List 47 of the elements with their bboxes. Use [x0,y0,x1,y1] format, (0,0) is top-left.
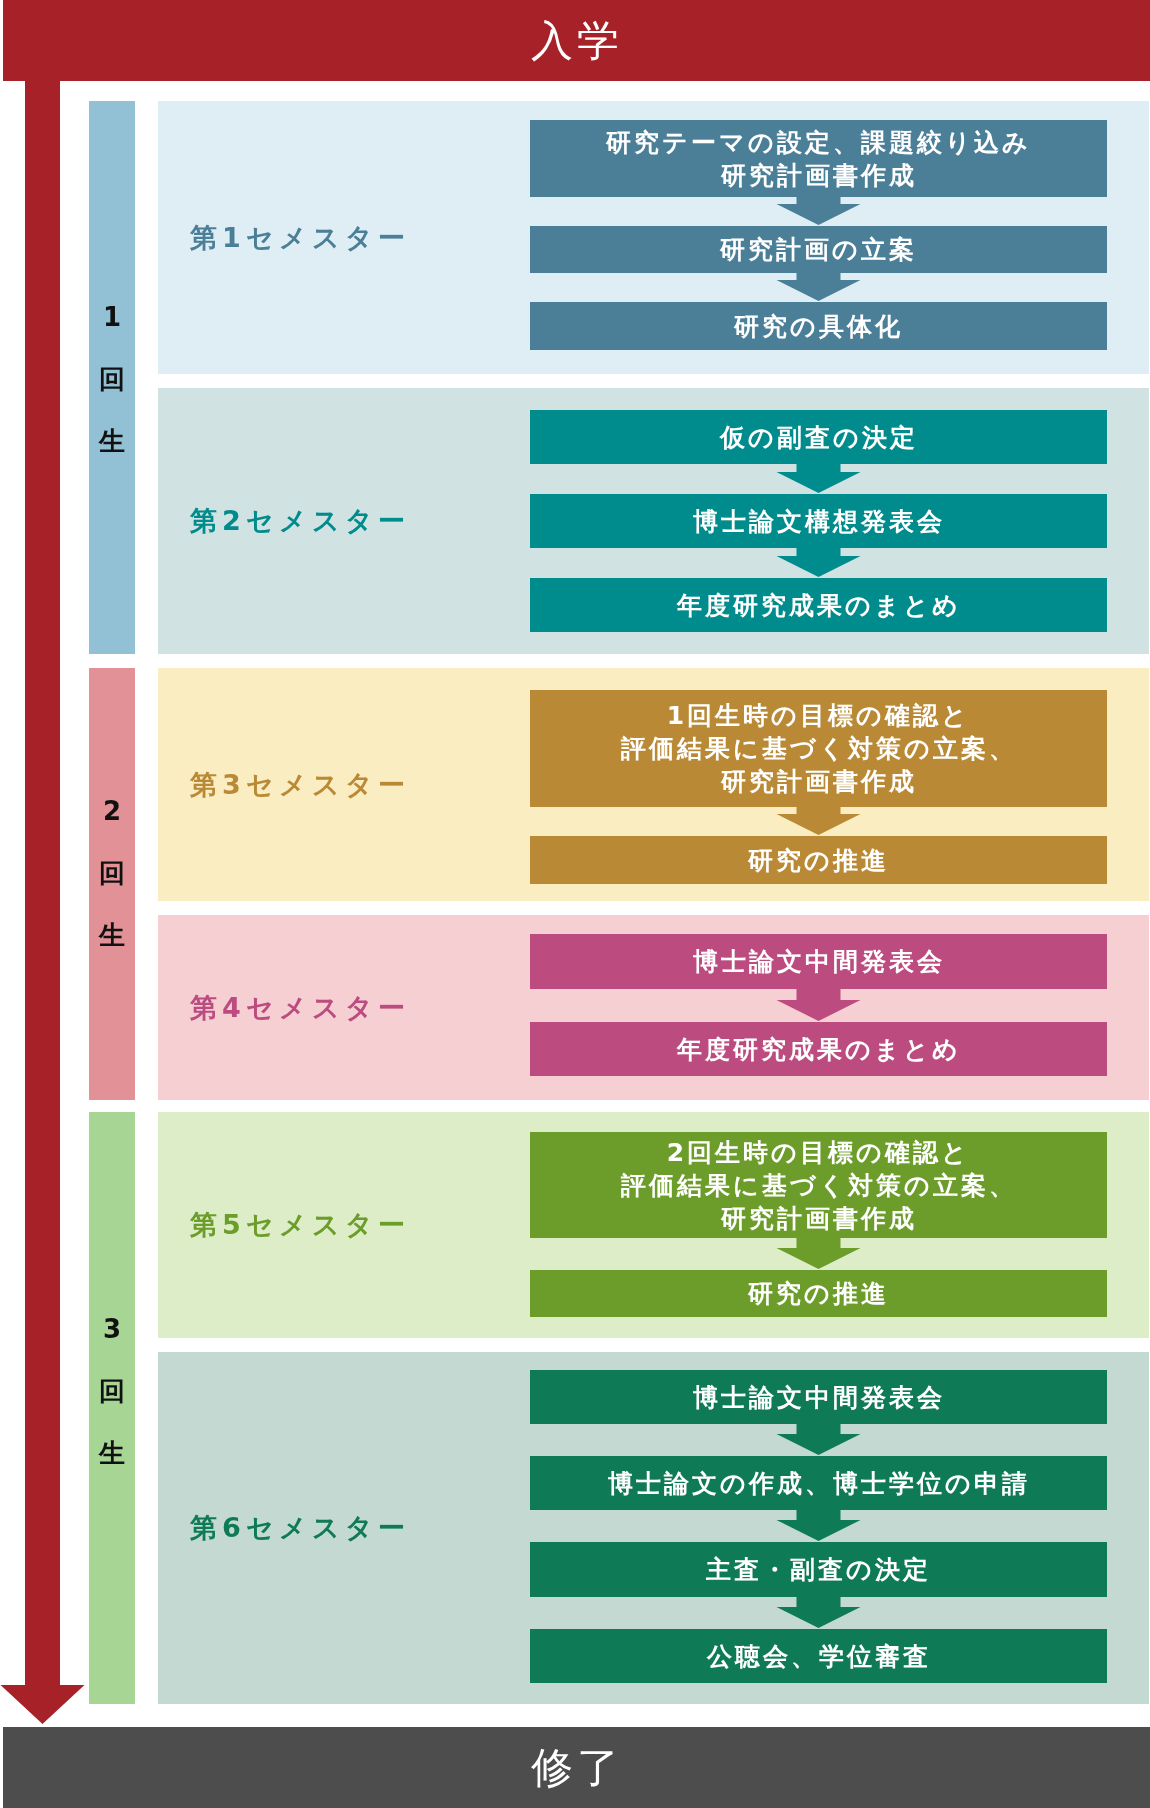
semester-panel [158,101,1149,374]
semester-label: 第1セメスター [190,220,410,255]
arrow [776,1510,861,1541]
step-box: 年度研究成果のまとめ [530,1022,1107,1076]
arrow [0,81,85,1724]
year-bar [89,668,135,1100]
step-box: 2回生時の目標の確認と評価結果に基づく対策の立案、研究計画書作成 [530,1132,1107,1238]
arrow [776,1424,861,1455]
year-label: 2回生 [97,795,126,952]
arrow [776,464,861,493]
arrow [776,197,861,225]
semester-label: 第6セメスター [190,1511,410,1545]
step-box: 博士論文中間発表会 [530,1370,1107,1424]
step-box: 公聴会、学位審査 [530,1629,1107,1683]
semester-panel [158,1352,1149,1704]
semester-label: 第3セメスター [190,767,410,802]
arrow [776,807,861,835]
step-box: 研究計画の立案 [530,226,1107,273]
arrow [776,1238,861,1269]
arrow [776,989,861,1021]
step-box: 研究の推進 [530,836,1107,884]
semester-panel [158,668,1149,901]
step-box: 研究の推進 [530,1270,1107,1317]
step-box: 研究テーマの設定、課題絞り込み研究計画書作成 [530,120,1107,197]
semester-panel [158,1112,1149,1338]
step-box: 博士論文中間発表会 [530,934,1107,989]
step-box: 博士論文の作成、博士学位の申請 [530,1456,1107,1510]
semester-panel [158,388,1149,654]
arrow [776,548,861,577]
semester-label: 第4セメスター [190,990,410,1025]
step-box: 主査・副査の決定 [530,1542,1107,1597]
banner: 入学 [3,0,1150,81]
semester-label: 第2セメスター [190,504,410,538]
step-box: 博士論文構想発表会 [530,494,1107,548]
arrow [776,273,861,301]
step-box: 年度研究成果のまとめ [530,578,1107,632]
year-label: 1回生 [97,301,126,458]
year-bar [89,1112,135,1704]
step-box: 研究の具体化 [530,302,1107,350]
semester-label: 第5セメスター [190,1208,410,1242]
step-box: 1回生時の目標の確認と評価結果に基づく対策の立案、研究計画書作成 [530,690,1107,807]
year-bar [89,101,135,654]
banner: 修了 [3,1727,1150,1808]
step-box: 仮の副査の決定 [530,410,1107,464]
semester-panel [158,915,1149,1100]
year-label: 3回生 [97,1313,126,1470]
arrow [776,1597,861,1628]
